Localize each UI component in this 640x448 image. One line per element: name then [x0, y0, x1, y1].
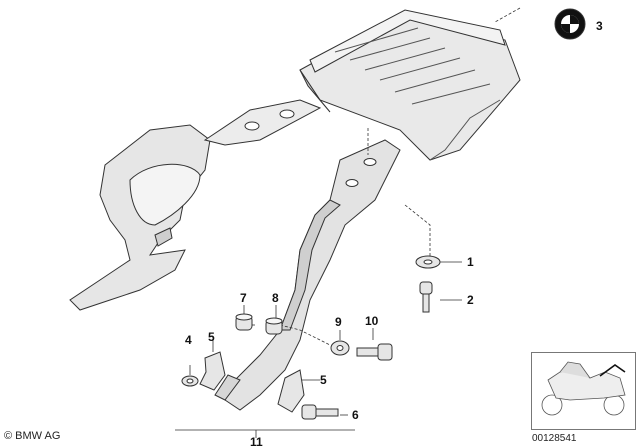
bmw-emblem-part	[554, 8, 586, 40]
bolt-part	[301, 404, 339, 420]
callout-labels: 3 1 2 7 8 9 10 4 5 5 6 11	[185, 19, 603, 448]
socket-screw-part	[356, 343, 393, 361]
callout-3: 3	[596, 19, 603, 33]
side-frame	[69, 99, 322, 311]
callout-8: 8	[272, 291, 279, 305]
rubber-bush-part	[235, 313, 253, 331]
washer-large-part	[330, 340, 350, 356]
callout-2: 2	[467, 293, 474, 307]
callout-7: 7	[240, 291, 247, 305]
callout-4: 4	[185, 333, 192, 347]
clip-part-right	[277, 369, 305, 413]
callout-5-right: 5	[320, 373, 327, 387]
callout-10: 10	[365, 314, 379, 328]
clip-part-left	[199, 351, 226, 391]
spacer-sleeve-part	[265, 317, 283, 335]
leader-lines	[175, 7, 521, 438]
motorcycle-thumbnail	[541, 361, 626, 416]
luggage-rack	[299, 9, 521, 161]
callout-5-left: 5	[208, 330, 215, 344]
callout-11: 11	[250, 435, 263, 448]
washer-part	[415, 255, 441, 269]
callout-6: 6	[352, 408, 359, 422]
washer-small-part	[181, 375, 199, 387]
diagram-id: 00128541	[532, 433, 577, 444]
callout-1: 1	[467, 255, 474, 269]
callout-9: 9	[335, 315, 342, 329]
screw-part	[419, 281, 433, 313]
thumbnail-frame	[531, 352, 636, 430]
copyright-text: © BMW AG	[4, 430, 61, 442]
carrier-bracket	[214, 139, 401, 411]
